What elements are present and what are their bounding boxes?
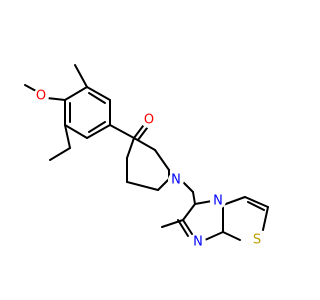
- piperidine-ring: [126, 137, 170, 191]
- benzene-ring: [64, 86, 111, 139]
- atom-imidazole-n: N: [190, 234, 206, 250]
- methyl-bottom: [49, 124, 71, 161]
- svg-text:O: O: [36, 89, 46, 104]
- svg-text:N: N: [213, 194, 223, 209]
- molecule-structure-diagram: O O N N N S: [24, 64, 269, 250]
- carbonyl-group: [109, 124, 148, 141]
- atom-thiazole-s: S: [249, 232, 265, 248]
- atom-bridgehead-n: N: [210, 193, 226, 209]
- atom-ketone-o: O: [141, 112, 157, 128]
- svg-text:N: N: [171, 173, 181, 188]
- methoxy-group: [24, 84, 66, 101]
- atom-piperidine-n: N: [168, 172, 184, 188]
- svg-text:S: S: [253, 233, 261, 248]
- methylene-linker: [181, 180, 196, 205]
- methyl-top: [74, 64, 88, 88]
- imidazothiazole-ring: [161, 196, 269, 241]
- atom-methoxy-o: O: [33, 88, 49, 104]
- svg-text:N: N: [193, 235, 203, 250]
- svg-text:O: O: [144, 113, 154, 128]
